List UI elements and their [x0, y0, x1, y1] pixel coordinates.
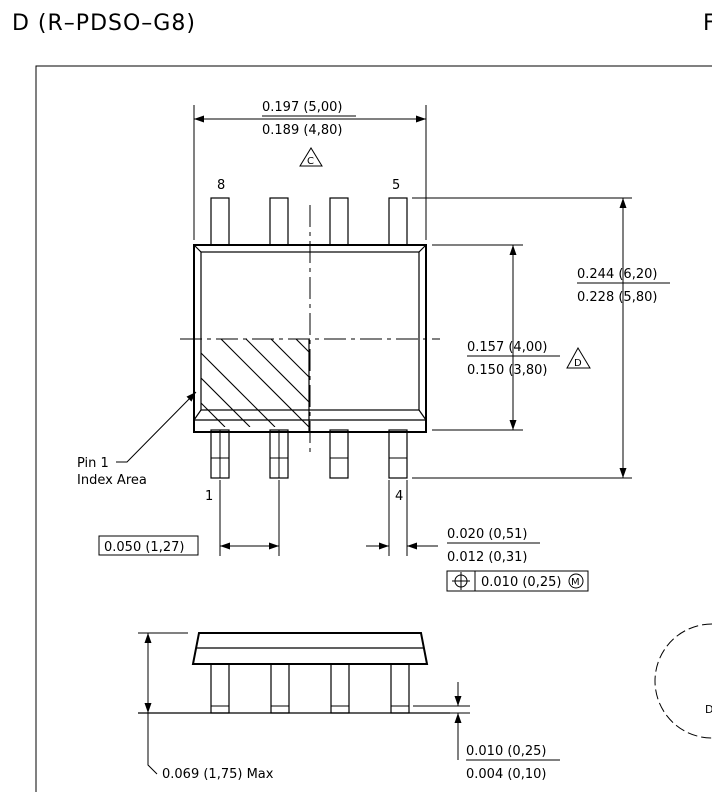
position-tolerance-value: 0.010 (0,25)	[481, 575, 561, 590]
body-length-min: 0.189 (4,80)	[262, 123, 342, 138]
pin-label-4: 4	[395, 489, 403, 504]
pin1-leader	[116, 391, 197, 463]
note-d-label: D	[574, 358, 582, 369]
pin-label-8: 8	[217, 178, 225, 193]
standoff-min: 0.004 (0,10)	[466, 767, 546, 782]
pin1-label-line1: Pin 1	[77, 456, 109, 471]
position-tolerance-frame: 0.010 (0,25) M	[446, 570, 589, 592]
pin1-label-line2: Index Area	[77, 473, 147, 488]
lead-width-min: 0.012 (0,31)	[447, 550, 527, 565]
body-width-max: 0.157 (4,00)	[467, 340, 547, 355]
side-view: 0.069 (1,75) Max 0.010 (0,25) 0.004 (0,1…	[138, 632, 560, 782]
pin1-index-hatch	[201, 339, 310, 427]
top-view: 0.197 (5,00) 0.189 (4,80) C 8 5 1 4 0.24…	[77, 100, 670, 592]
drawing-frame	[35, 65, 712, 792]
body-length-max: 0.197 (5,00)	[262, 100, 342, 115]
pin-label-5: 5	[392, 178, 400, 193]
standoff-max: 0.010 (0,25)	[466, 744, 546, 759]
note-d-triangle	[566, 346, 591, 369]
upper-pins	[210, 197, 408, 246]
note-c-label: C	[307, 156, 314, 167]
package-title: D (R–PDSO–G8)	[12, 11, 196, 36]
pin-label-1: 1	[205, 489, 213, 504]
pitch-value: 0.050 (1,27)	[104, 540, 184, 555]
position-tolerance-modifier: M	[571, 577, 580, 588]
height-value: 0.069 (1,75) Max	[162, 767, 274, 782]
overall-width-min: 0.228 (5,80)	[577, 290, 657, 305]
side-leads	[210, 663, 410, 714]
detail-label-fragment: D	[705, 703, 712, 716]
overall-width-max: 0.244 (6,20)	[577, 267, 657, 282]
right-fragment-text: F	[703, 11, 712, 36]
note-c-triangle	[299, 147, 323, 167]
pitch-box	[98, 535, 199, 556]
body-width-min: 0.150 (3,80)	[467, 363, 547, 378]
lead-width-max: 0.020 (0,51)	[447, 527, 527, 542]
lower-pins	[210, 429, 408, 479]
detail-circle	[654, 623, 712, 739]
